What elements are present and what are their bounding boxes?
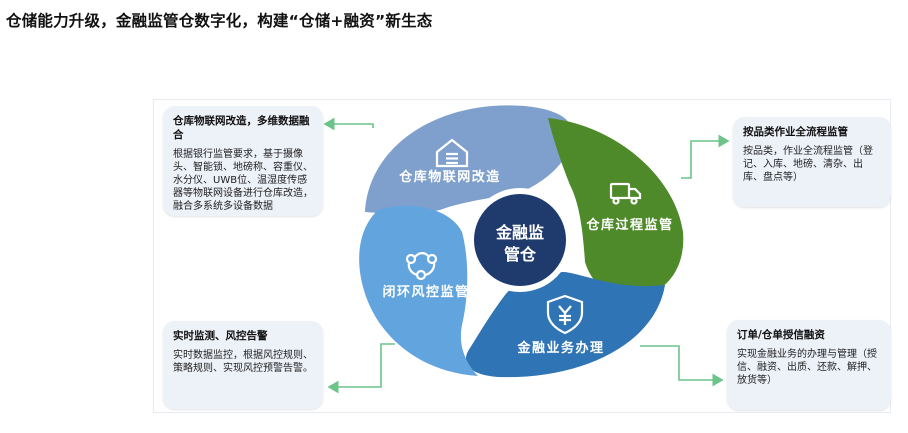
card-title: 订单/仓单授信融资 [737,329,825,341]
info-card-risk: 实时监测、风控告警 实时数据监控，根据风控规则、策略规则、实现风控预警告警。 [163,321,323,409]
page-title: 仓储能力升级，金融监管仓数字化，构建“仓储+融资”新生态 [6,12,433,30]
card-body: 按品类，作业全流程监管（登记、入库、地磅、清杂、出库、盘点等） [743,146,873,183]
info-card-finance: 订单/仓单授信融资 实现金融业务的办理与管理（授信、融资、出质、还款、解押、放货… [727,320,891,410]
card-title: 实时监测、风控告警 [173,330,268,342]
info-card-iot: 仓库物联网改造，多维数据融合 根据银行监管要求，基于摄像头、智能锁、地磅称、容重… [163,106,323,216]
card-body: 根据银行监管要求，基于摄像头、智能锁、地磅称、容重仪、水分仪、UWB位、温湿度传… [173,149,313,212]
card-body: 实时数据监控，根据风控规则、策略规则、实现风控预警告警。 [173,350,313,374]
card-title: 按品类作业全流程监管 [743,126,848,138]
card-body: 实现金融业务的办理与管理（授信、融资、出质、还款、解押、放货等） [737,349,877,386]
card-title: 仓库物联网改造，多维数据融合 [173,115,310,141]
info-card-process: 按品类作业全流程监管 按品类，作业全流程监管（登记、入库、地磅、清杂、出库、盘点… [733,117,891,207]
